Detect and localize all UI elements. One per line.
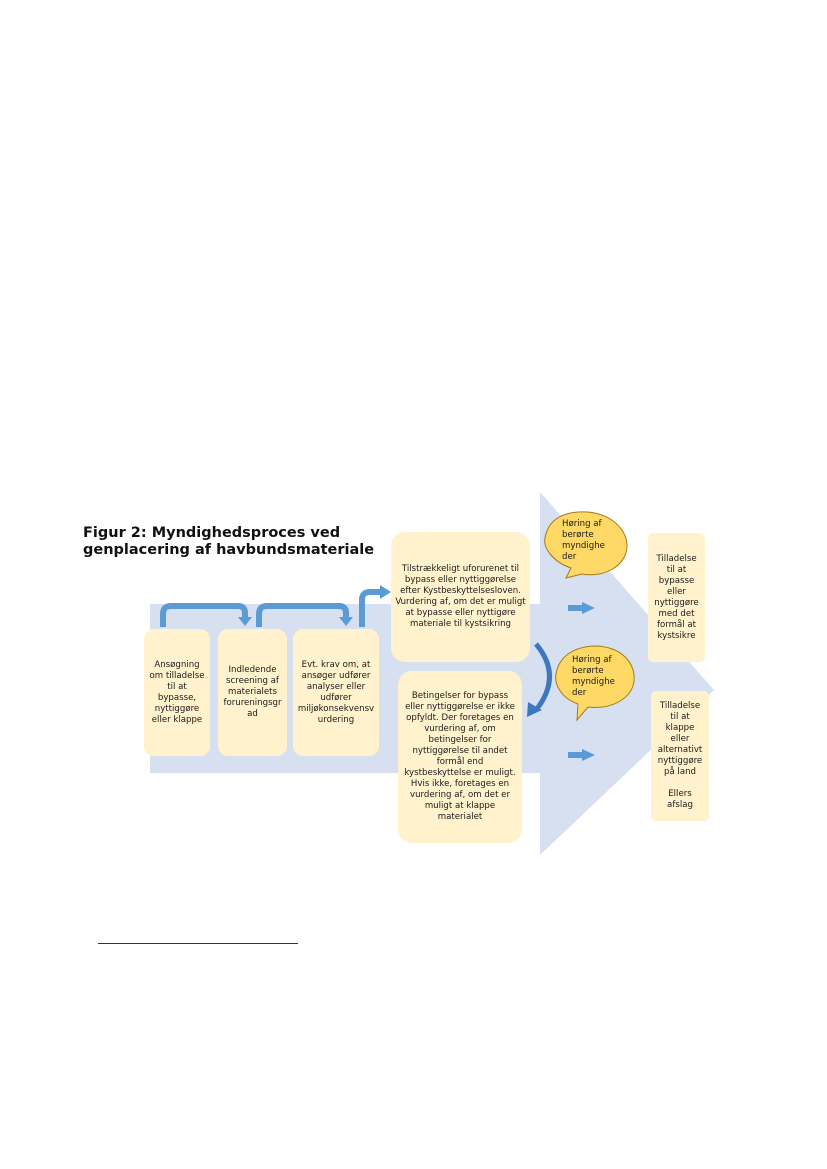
figure-title-line-1: Figur 2: Myndighedsproces ved [83, 525, 341, 541]
arrowhead-screening-to-eia [339, 617, 353, 626]
eia-requirement-step-text: Evt. krav om, at ansøger udfører analyse… [297, 659, 375, 725]
arrow-to-lower-outcome-head [582, 749, 595, 761]
arrow-to-upper-outcome-head [582, 602, 595, 614]
consultation-bubble-upper [544, 511, 628, 579]
assessment-lower-text: Betingelser for bypass eller nyttiggørel… [404, 691, 516, 822]
assessment-lower-box: Betingelser for bypass eller nyttiggørel… [398, 671, 522, 843]
outcome-upper-text: Tilladelse til at bypasse eller nyttiggø… [654, 553, 699, 641]
connector-upper-to-lower-assessment [534, 642, 552, 712]
application-step-text: Ansøgning om tilladelse til at bypasse, … [149, 659, 205, 725]
eia-requirement-step: Evt. krav om, at ansøger udfører analyse… [293, 629, 379, 756]
assessment-upper-text: Tilstrækkeligt uforurenet til bypass ell… [395, 564, 526, 629]
outcome-lower-else-text: Ellers afslag [667, 789, 693, 810]
connector-application-to-screening [160, 603, 248, 627]
consultation-upper-text: Høring af berørte myndighe der [562, 519, 605, 562]
arrow-to-upper-outcome-shaft [568, 605, 583, 611]
arrowhead-eia-to-assessment [380, 585, 391, 599]
assessment-upper-box: Tilstrækkeligt uforurenet til bypass ell… [391, 532, 530, 662]
consultation-bubble-lower [555, 645, 635, 722]
connector-screening-to-eia [256, 603, 349, 627]
screening-step: Indledende screening af materialets foru… [218, 629, 287, 756]
figure-title-line-2: genplacering af havbundsmateriale [83, 542, 375, 558]
outcome-lower-box: Tilladelse til at klappe eller alternati… [651, 691, 709, 821]
footnote-separator [98, 943, 298, 944]
arrow-to-lower-outcome-shaft [568, 752, 583, 758]
consultation-lower-text: Høring af berørte myndighe der [572, 655, 615, 698]
figure-title: Figur 2: Myndighedsproces ved genplaceri… [83, 525, 383, 559]
outcome-upper-box: Tilladelse til at bypasse eller nyttiggø… [648, 533, 705, 662]
screening-step-text: Indledende screening af materialets foru… [223, 665, 282, 719]
arrowhead-upper-to-lower-assessment [527, 702, 542, 717]
arrowhead-application-to-screening [238, 617, 252, 626]
connector-eia-to-assessment [359, 589, 381, 627]
outcome-lower-text: Tilladelse til at klappe eller alternati… [657, 701, 703, 777]
application-step: Ansøgning om tilladelse til at bypasse, … [144, 629, 210, 756]
